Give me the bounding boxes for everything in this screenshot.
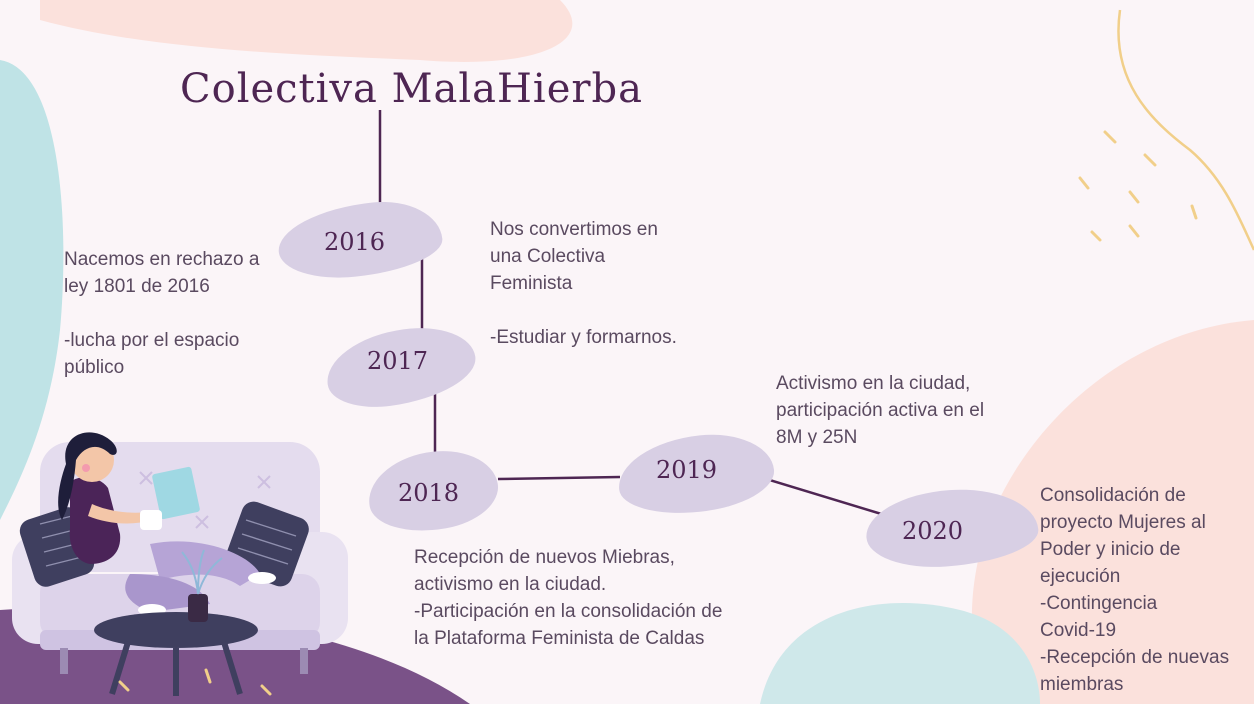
description-2020: Consolidación de proyecto Mujeres al Pod…: [1040, 485, 1230, 695]
year-label-2016: 2016: [324, 228, 386, 256]
description-2018: Recepción de nuevos Miebras, activismo e…: [414, 547, 723, 649]
page-title: Colectiva MalaHierba: [180, 66, 643, 112]
description-2017: Nos convertimos en una Colectiva Feminis…: [490, 219, 677, 348]
peach-blob-right: [971, 320, 1254, 704]
gold-curve: [1117, 9, 1254, 251]
peach-blob-top: [40, 0, 573, 62]
year-label-2017: 2017: [367, 347, 429, 375]
year-label-2018: 2018: [398, 479, 460, 507]
woman-reading-illustration: [12, 432, 348, 696]
description-2016: Nacemos en rechazo a ley 1801 de 2016 -l…: [64, 249, 260, 378]
gold-dashes: [1078, 130, 1198, 242]
teal-blob-left: [0, 60, 64, 520]
year-label-2019: 2019: [656, 456, 718, 484]
teal-blob-bottom: [760, 602, 1040, 704]
description-2019: Activismo en la ciudad, participación ac…: [776, 373, 985, 448]
year-label-2020: 2020: [902, 517, 964, 545]
connector-2018-2019: [497, 475, 621, 481]
